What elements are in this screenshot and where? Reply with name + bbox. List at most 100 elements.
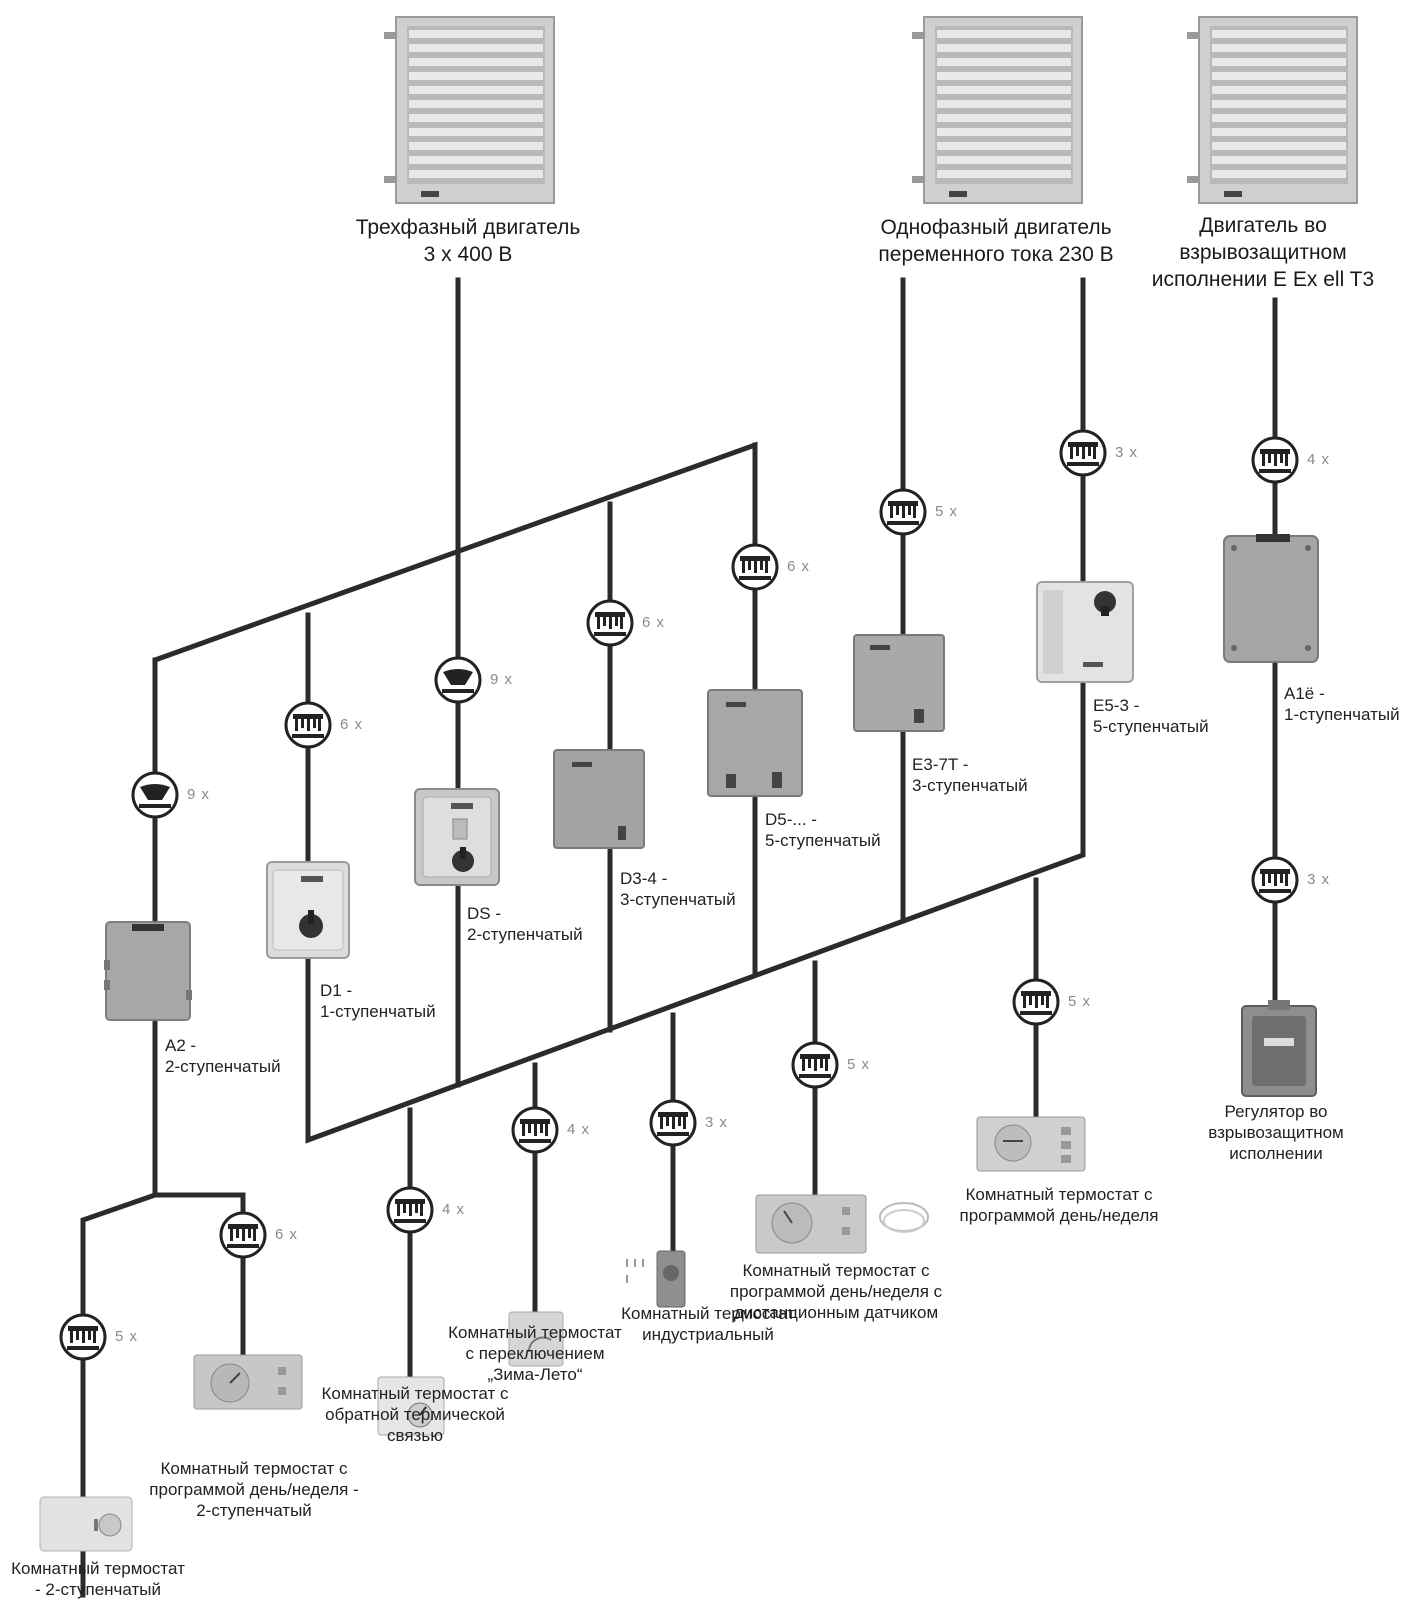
cable-symbol-t-program-2stage [218, 1210, 268, 1260]
air-heater-icon [1187, 16, 1358, 204]
label-line: A2 - [165, 1036, 197, 1055]
label-line: связью [387, 1426, 443, 1445]
label-line: дистанционным датчиком [733, 1303, 939, 1322]
thermostat-winter-summer-label: Комнатный термостат с переключением „Зим… [448, 1322, 622, 1385]
cable-symbol-a1-out [1250, 855, 1300, 905]
label-line: обратной термической [325, 1405, 505, 1424]
controller-d1-label: D1 - 1-ступенчатый [320, 980, 436, 1022]
label-line: Комнатный термостат с [742, 1261, 930, 1280]
cable-count: 5 x [847, 1056, 871, 1073]
ex-regulator-device [1241, 1000, 1317, 1097]
label-line: 5-ступенчатый [1093, 717, 1209, 736]
multi-wire-cable-icon [219, 1211, 267, 1259]
label-line: Комнатный термостат с [965, 1185, 1153, 1204]
cable-symbol-a1-in [1250, 435, 1300, 485]
cable-count: 3 x [1307, 871, 1331, 888]
multi-wire-cable-icon [649, 1099, 697, 1147]
motor-label-line: Двигатель во [1199, 214, 1327, 237]
air-heater-icon [912, 16, 1083, 204]
multi-wire-cable-icon [879, 488, 927, 536]
cable-count: 9 x [490, 671, 514, 688]
label-line: 2-ступенчатый [196, 1501, 312, 1520]
multi-wire-cable-icon [386, 1186, 434, 1234]
thermostat-two-stage-device [39, 1496, 133, 1552]
controller-d34-box [553, 749, 645, 849]
motor-explosion-proof-label: Двигатель во взрывозащитном исполнении E… [1152, 212, 1374, 293]
cable-count: 6 x [787, 558, 811, 575]
cable-count: 4 x [442, 1201, 466, 1218]
cable-symbol-e53-in [1058, 428, 1108, 478]
label-line: D5-... - [765, 810, 817, 829]
controller-a2-box [104, 921, 192, 1021]
cable-symbol-d1-in [283, 700, 333, 750]
thermostat-program-remote-label: Комнатный термостат с программой день/не… [730, 1260, 942, 1323]
label-line: „Зима-Лето“ [487, 1365, 583, 1384]
label-line: E5-3 - [1093, 696, 1140, 715]
controller-e37t-label: E3-7T - 3-ступенчатый [912, 754, 1028, 796]
cable-symbol-d5-in [730, 542, 780, 592]
label-line: Комнатный термостат [11, 1559, 185, 1578]
label-line: программой день/неделя - [149, 1480, 359, 1499]
ex-regulator-label: Регулятор во взрывозащитном исполнении [1208, 1101, 1343, 1164]
controller-e53-box [1036, 581, 1134, 683]
controller-a1-label: A1ё - 1-ступенчатый [1284, 683, 1400, 725]
multi-wire-cable-icon [1251, 856, 1299, 904]
fan-cable-icon [434, 656, 482, 704]
label-line: A1ё - [1284, 684, 1325, 703]
air-heater-icon [384, 16, 555, 204]
motor-label-line: взрывозащитном [1179, 241, 1347, 264]
controller-d1-box [266, 861, 350, 959]
motor-single-phase-label: Однофазный двигатель переменного тока 23… [878, 214, 1113, 268]
label-line: D3-4 - [620, 869, 668, 888]
controller-a1-box [1223, 534, 1319, 663]
controller-d34-label: D3-4 - 3-ступенчатый [620, 868, 736, 910]
multi-wire-cable-icon [1251, 436, 1299, 484]
cable-symbol-t-program [1011, 977, 1061, 1027]
cable-symbol-ds-in [433, 655, 483, 705]
controller-ds-box [414, 788, 500, 886]
motor-label-line: исполнении E Ex ell T3 [1151, 268, 1375, 291]
heater-single-phase [909, 14, 1085, 206]
cable-symbol-d34-in [585, 598, 635, 648]
multi-wire-cable-icon [511, 1106, 559, 1154]
label-line: 3-ступенчатый [620, 890, 736, 909]
cable-count: 6 x [642, 614, 666, 631]
label-line: - 2-ступенчатый [35, 1580, 161, 1599]
label-line: Комнатный термостат с [160, 1459, 348, 1478]
cable-count: 3 x [1115, 444, 1139, 461]
cable-count: 5 x [935, 503, 959, 520]
thermostat-feedback-label: Комнатный термостат с обратной термическ… [322, 1383, 509, 1446]
d1-lower-wire [305, 642, 1086, 1144]
label-line: Комнатный термостат [621, 1304, 795, 1323]
label-line: Комнатный термостат с [321, 1384, 509, 1403]
thermostat-industrial-label: Комнатный термостат индустриальный [621, 1303, 795, 1345]
thermostat-program-2stage-label: Комнатный термостат с программой день/не… [149, 1458, 358, 1521]
fan-cable-icon [131, 771, 179, 819]
controller-d5-label: D5-... - 5-ступенчатый [765, 809, 881, 851]
label-line: 5-ступенчатый [765, 831, 881, 850]
label-line: исполнении [1229, 1144, 1323, 1163]
label-line: индустриальный [642, 1325, 774, 1344]
motor-label-line: переменного тока 230 В [878, 243, 1114, 266]
cable-count: 4 x [1307, 451, 1331, 468]
cable-symbol-t-two-stage [58, 1312, 108, 1362]
label-line: DS - [467, 904, 501, 923]
motor-three-phase-label: Трехфазный двигатель 3 x 400 В [356, 214, 581, 268]
thermostat-program-device [976, 1116, 1086, 1172]
thermostat-winter-summer-device [508, 1311, 564, 1367]
cable-symbol-e37t-in [878, 487, 928, 537]
multi-wire-cable-icon [59, 1313, 107, 1361]
controller-e37t-box [853, 634, 945, 732]
thermostat-feedback-device [377, 1376, 445, 1436]
label-line: Комнатный термостат [448, 1323, 622, 1342]
label-line: E3-7T - [912, 755, 969, 774]
heater-three-phase [381, 14, 557, 206]
motor-label-line: 3 x 400 В [423, 243, 513, 266]
multi-wire-cable-icon [1012, 978, 1060, 1026]
cable-symbol-t-winter-summer [510, 1105, 560, 1155]
label-line: Регулятор во [1224, 1102, 1328, 1121]
thermostat-industrial-device [626, 1250, 686, 1308]
multi-wire-cable-icon [1059, 429, 1107, 477]
label-line: 1-ступенчатый [1284, 705, 1400, 724]
cable-count: 4 x [567, 1121, 591, 1138]
